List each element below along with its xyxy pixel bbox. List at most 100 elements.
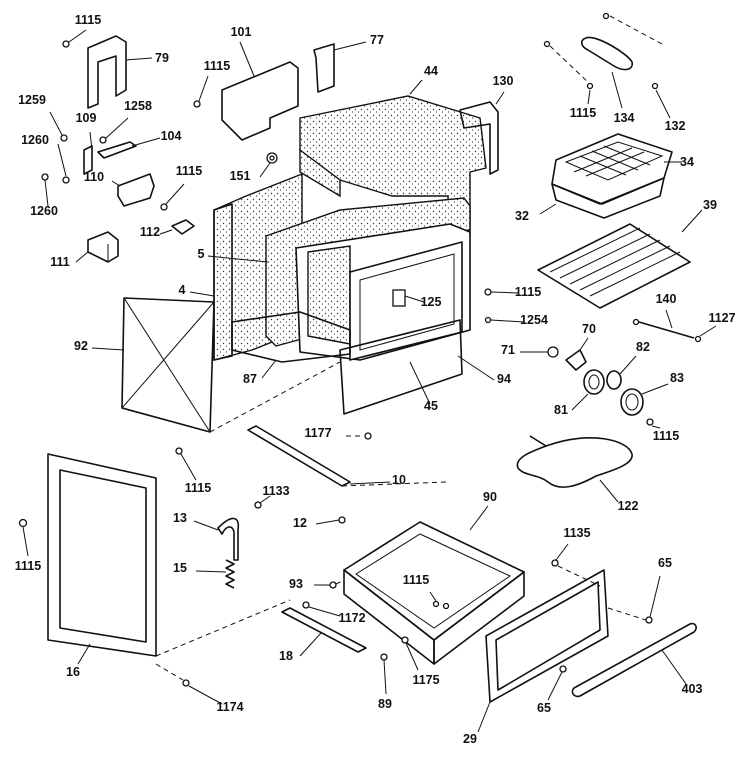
callout-l1174: 1174 <box>216 700 243 714</box>
screw-65-b <box>547 665 567 701</box>
callout-l134: 134 <box>614 111 635 125</box>
callout-l112: 112 <box>140 225 160 239</box>
callout-l18: 18 <box>279 649 293 663</box>
callout-l65b: 65 <box>537 701 551 715</box>
broiler-pan-32 <box>539 177 665 219</box>
callout-l1115d: 1115 <box>515 285 541 299</box>
callout-l1115i: 1115 <box>653 429 679 443</box>
callout-l1175: 1175 <box>412 673 439 687</box>
callout-l13: 13 <box>173 511 187 525</box>
callout-l1115b: 1115 <box>204 59 230 73</box>
callout-l44: 44 <box>424 64 438 78</box>
callout-l1115h: 1115 <box>570 106 596 120</box>
callout-l32: 32 <box>515 209 529 223</box>
callout-l89: 89 <box>378 697 392 711</box>
screw-12 <box>315 516 346 525</box>
screw-1115-e <box>175 447 197 481</box>
callout-l125: 125 <box>421 295 442 309</box>
callout-l132: 132 <box>665 119 686 133</box>
callout-l90: 90 <box>483 490 497 504</box>
callout-l12: 12 <box>293 516 307 530</box>
callout-l87: 87 <box>243 372 257 386</box>
dashed-door-guide <box>209 361 341 433</box>
ring-81 <box>571 369 605 411</box>
cover-77 <box>313 41 367 93</box>
screw-1135 <box>551 543 601 587</box>
callout-l101: 101 <box>231 25 252 39</box>
screw-93 <box>314 579 345 589</box>
callout-l15: 15 <box>173 561 187 575</box>
screw-65-a <box>607 575 661 624</box>
broiler-grill-34 <box>551 133 682 205</box>
callout-l79: 79 <box>155 51 169 65</box>
door-glass-92 <box>91 297 215 433</box>
callout-l45: 45 <box>424 399 438 413</box>
callout-l140: 140 <box>656 292 677 306</box>
callout-l1115f: 1115 <box>15 559 41 573</box>
drawer-front-29 <box>477 569 609 733</box>
callout-l403: 403 <box>682 682 703 696</box>
bracket-79 <box>87 35 153 109</box>
callout-l151: 151 <box>230 169 251 183</box>
clip-112 <box>159 219 195 235</box>
callout-l1177: 1177 <box>304 426 331 440</box>
callout-l5: 5 <box>198 247 205 261</box>
callout-l111: 111 <box>50 255 70 269</box>
callout-l1135: 1135 <box>563 526 590 540</box>
ring-82 <box>606 355 637 390</box>
screw-1174 <box>155 663 223 705</box>
bottom-panel-87 <box>231 311 351 379</box>
callout-l39: 39 <box>703 198 717 212</box>
grommet-151 <box>259 152 278 178</box>
callout-l1115a: 1115 <box>75 13 101 27</box>
callout-l92: 92 <box>74 339 88 353</box>
screws-1115-g <box>429 591 450 610</box>
callout-l1115g: 1115 <box>403 573 429 587</box>
screws-1259-1260 <box>41 111 70 207</box>
callout-l1127: 1127 <box>708 311 735 325</box>
callout-l1260b: 1260 <box>30 204 58 218</box>
rail-10 <box>247 425 391 487</box>
callout-l1115e: 1115 <box>185 481 211 495</box>
dashed-door-bottom <box>155 599 291 657</box>
handle-403 <box>571 622 697 698</box>
callout-l82: 82 <box>636 340 650 354</box>
screw-1115-d <box>484 288 519 296</box>
tray-134 <box>580 36 634 109</box>
callout-l65a: 65 <box>658 556 672 570</box>
screw-1115-b <box>193 75 209 108</box>
screw-1177 <box>344 432 372 440</box>
callout-l34: 34 <box>680 155 694 169</box>
callout-l110: 110 <box>84 170 104 184</box>
callout-l104: 104 <box>161 129 182 143</box>
callout-l81: 81 <box>554 403 568 417</box>
oven-rack-39 <box>537 209 703 309</box>
callout-l77: 77 <box>370 33 384 47</box>
callout-l1133: 1133 <box>262 484 289 498</box>
screw-1115-i <box>646 418 661 429</box>
callout-l1259: 1259 <box>18 93 46 107</box>
screw-1254 <box>484 316 525 324</box>
callout-l1258: 1258 <box>124 99 152 113</box>
callout-l1115c: 1115 <box>176 164 202 178</box>
rail-18 <box>281 607 367 657</box>
callout-l122: 122 <box>618 499 639 513</box>
callout-l4: 4 <box>179 283 186 297</box>
screw-1172 <box>302 601 341 617</box>
screw-89 <box>380 653 388 695</box>
screw-1175 <box>401 636 419 671</box>
bracket-111 <box>75 231 119 263</box>
callout-l71: 71 <box>501 343 515 357</box>
door-panel-16 <box>47 453 157 665</box>
screws-top-right <box>543 12 671 119</box>
hinge-13 <box>193 517 240 561</box>
bracket-101 <box>221 41 299 141</box>
callout-l130: 130 <box>493 74 514 88</box>
callout-l70: 70 <box>582 322 596 336</box>
callout-l83: 83 <box>670 371 684 385</box>
screw-1115-f <box>18 518 29 557</box>
callout-l1172: 1172 <box>338 611 365 625</box>
callout-l109: 109 <box>76 111 97 125</box>
